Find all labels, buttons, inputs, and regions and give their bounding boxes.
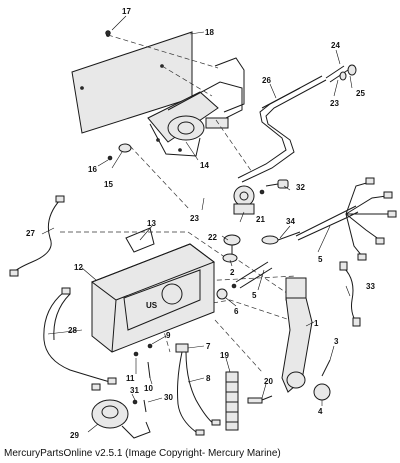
push-switch-22: [223, 234, 241, 254]
ignition-key: [265, 179, 289, 189]
wire-lead-8: [177, 351, 221, 436]
screws-30-31: [132, 399, 147, 413]
callout-2: 2: [230, 268, 235, 277]
knob-4: [313, 383, 331, 401]
callout-13: 13: [147, 219, 156, 228]
callout-33: 33: [366, 282, 375, 291]
connector-34: [261, 231, 301, 245]
screw-17: [105, 30, 111, 36]
callout-25: 25: [356, 89, 365, 98]
alignment-lines: [60, 34, 307, 373]
gauge-29: [91, 399, 151, 439]
callout-4: 4: [318, 407, 323, 416]
callout-22: 22: [208, 233, 217, 242]
callout-1: 1: [314, 319, 319, 328]
callout-23b: 23: [190, 214, 199, 223]
pin-3: [321, 359, 331, 377]
callout-27: 27: [26, 229, 35, 238]
callout-28: 28: [68, 326, 77, 335]
callout-19: 19: [220, 351, 229, 360]
wire-27: [9, 195, 65, 277]
callout-12: 12: [74, 263, 83, 272]
wiring-harness: [295, 177, 397, 261]
switch-cap-2: [222, 253, 238, 263]
callout-11: 11: [126, 374, 135, 383]
callout-6: 6: [234, 307, 239, 316]
callout-16: 16: [88, 165, 97, 174]
ignition-switch: [233, 185, 265, 215]
control-mechanism: [147, 57, 245, 157]
callout-15: 15: [104, 180, 113, 189]
callout-23a: 23: [330, 99, 339, 108]
callout-18: 18: [205, 28, 214, 37]
panel-badge: US: [146, 301, 158, 310]
callout-20: 20: [264, 377, 273, 386]
bracket-13: [125, 227, 155, 253]
callout-34: 34: [286, 217, 295, 226]
callout-7: 7: [206, 342, 211, 351]
callout-31: 31: [130, 386, 139, 395]
callout-5a: 5: [318, 255, 323, 264]
copyright-caption: MercuryPartsOnline v2.5.1 (Image Copyrig…: [4, 448, 281, 459]
fittings-25: [339, 64, 357, 81]
fasteners-9-10-11: [133, 343, 153, 379]
callout-10: 10: [144, 384, 153, 393]
bolt-20: [247, 395, 273, 404]
grommet-6: [216, 283, 237, 300]
callout-24: 24: [331, 41, 340, 50]
callout-5b: 5: [252, 291, 257, 300]
control-lever: [281, 277, 313, 393]
callout-8: 8: [206, 374, 211, 383]
control-cables: [237, 75, 327, 183]
control-housing: US: [90, 243, 216, 353]
callout-3: 3: [334, 337, 339, 346]
harness-28: [43, 287, 117, 391]
leader-lines: [41, 15, 353, 433]
callout-17: 17: [122, 7, 131, 16]
terminal-block-19: [225, 371, 239, 431]
callout-21: 21: [256, 215, 265, 224]
jumper-wire-33: [339, 261, 361, 327]
callout-labels: 17 18 24 25 23 26 14 16 15 13 27 12 21 2…: [26, 7, 375, 440]
bushing-15: [118, 143, 132, 153]
callout-29: 29: [70, 431, 79, 440]
callout-30: 30: [164, 393, 173, 402]
pin-24: [325, 65, 349, 83]
callout-14: 14: [200, 161, 209, 170]
screw-16: [107, 155, 113, 161]
callout-9: 9: [166, 331, 171, 340]
tube-5: [235, 261, 273, 289]
callout-32: 32: [296, 183, 305, 192]
bushing-7: [175, 343, 189, 353]
callout-26: 26: [262, 76, 271, 85]
